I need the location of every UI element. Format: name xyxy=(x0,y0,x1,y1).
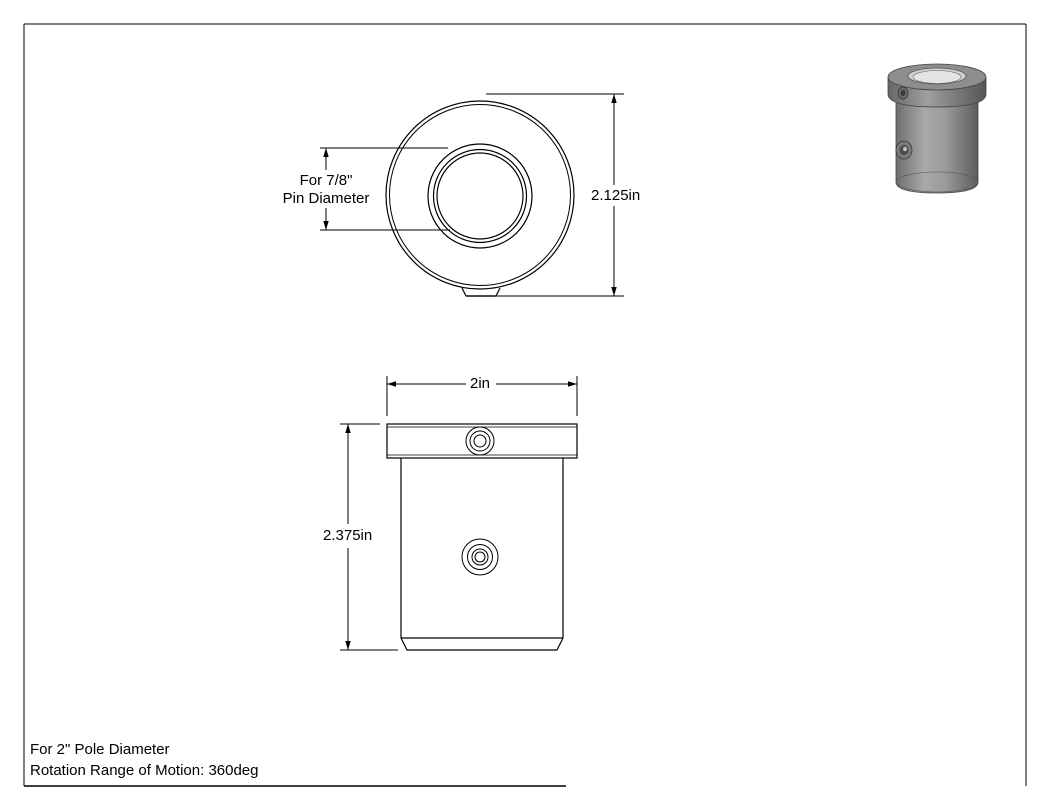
width-label: 2in xyxy=(469,375,492,393)
outer-circle xyxy=(385,100,575,290)
pin-diameter-line2: Pin Diameter xyxy=(282,190,370,207)
bore-circle-outer xyxy=(427,143,533,249)
pin-diameter-line1: For 7/8" xyxy=(299,172,353,189)
isometric-view xyxy=(887,63,987,194)
outer-diameter-label: 2.125in xyxy=(590,187,642,205)
top-view xyxy=(385,100,575,297)
body-set-screw xyxy=(461,538,499,576)
height-dimension xyxy=(340,423,398,651)
sheet-border xyxy=(23,23,1027,787)
height-label: 2.375in xyxy=(322,527,374,545)
outer-circle-inner-edge xyxy=(389,104,571,286)
bore-circle-mid xyxy=(432,148,528,244)
collar-set-screw xyxy=(465,426,495,456)
outer-diameter-dimension xyxy=(486,93,624,297)
collar-outline xyxy=(386,423,578,459)
width-dimension xyxy=(386,376,578,416)
note-pole-diameter: For 2" Pole Diameter xyxy=(30,741,170,758)
front-view xyxy=(386,423,578,651)
pin-diameter-label: For 7/8" Pin Diameter xyxy=(278,172,374,208)
drawing-notes: For 2" Pole Diameter Rotation Range of M… xyxy=(30,739,259,781)
pin-diameter-dimension xyxy=(320,147,450,231)
note-rotation-range: Rotation Range of Motion: 360deg xyxy=(30,762,259,779)
bore-circle-inner xyxy=(436,152,524,240)
